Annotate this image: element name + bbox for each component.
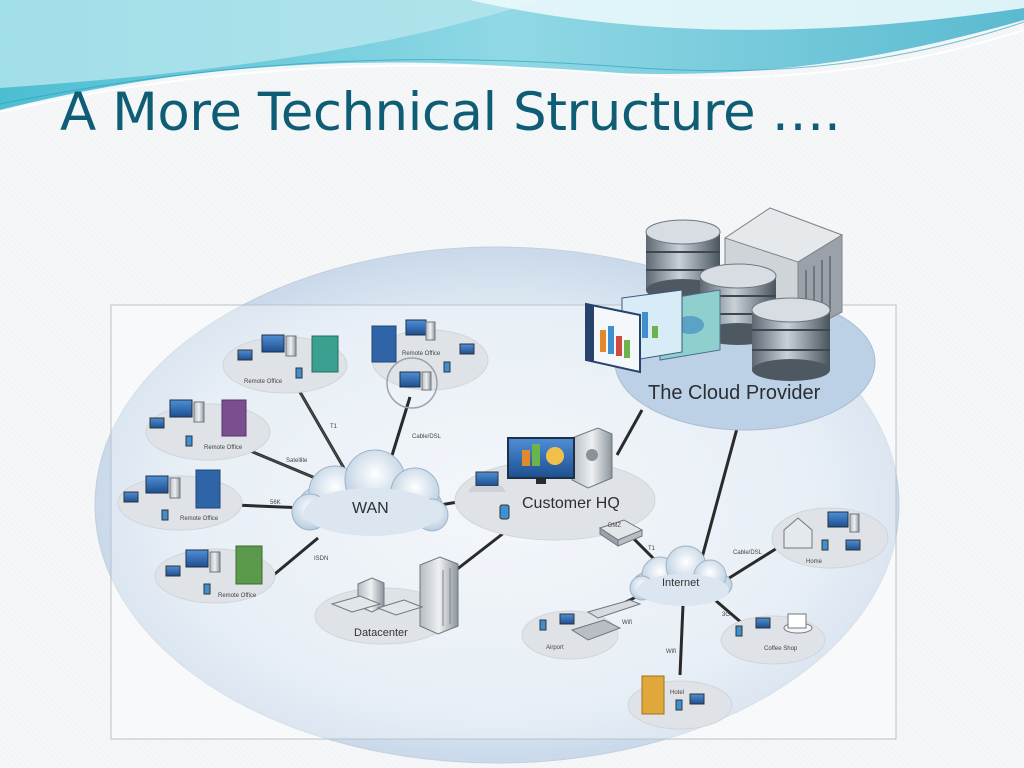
monitor-icon [405,319,427,336]
laptop-icon [237,349,253,361]
building-icon [371,325,397,363]
link-label-wifi-airport: Wifi [622,620,632,626]
cloud-provider-label: The Cloud Provider [648,382,821,404]
monitor-icon [827,511,849,528]
terminal-icon [570,619,622,641]
customer-hq-label: Customer HQ [522,495,620,512]
phone-icon [539,619,547,631]
wan-label: WAN [352,500,389,517]
dmz-label: DMZ [608,523,621,529]
server-icon [425,321,436,341]
remote-office-2: Remote Office [371,319,475,391]
svg-text:Remote Office: Remote Office [218,593,257,599]
laptop-icon [559,613,575,625]
laptop-icon [755,617,771,629]
slide-title: A More Technical Structure …. [60,82,841,143]
laptop-icon [845,539,861,551]
monitor-icon [169,399,193,418]
phone-icon [735,625,743,637]
monitor-icon [145,475,169,494]
hotel-node: Hotel [641,675,705,715]
datacenter-label: Datacenter [354,627,408,639]
remote-office-1: Remote Office [237,334,339,385]
hotel-building-icon [641,675,665,715]
database-icon [751,297,831,381]
phone-icon [499,504,510,520]
header-wave-decoration [0,0,1024,113]
phone-icon [161,509,169,521]
laptop-icon [459,343,475,355]
phone-icon [675,699,683,711]
svg-text:Remote Office: Remote Office [180,516,219,522]
phone-icon [821,539,829,551]
svg-text:Remote Office: Remote Office [402,351,441,357]
monitor-icon [399,371,421,388]
laptop-icon [468,471,506,492]
link-label-t1-remote: T1 [330,424,338,430]
house-icon [783,517,813,549]
internet-label: Internet [662,577,699,589]
phone-icon [295,367,303,379]
application-window-icon [585,302,641,374]
link-label-cable-dsl-home: Cable/DSL [733,550,763,556]
laptop-icon [689,693,705,705]
monitor-icon [261,334,285,353]
link-label-56k: 56K [270,500,281,506]
svg-text:Remote Office: Remote Office [204,445,243,451]
laptop-icon [123,491,139,503]
remote-office-5: Remote Office [165,545,263,599]
phone-icon [185,435,193,447]
home-node: Home [783,511,861,565]
svg-text:Remote Office: Remote Office [244,379,283,385]
monitor-icon [185,549,209,568]
building-icon [195,469,221,509]
server-icon [193,401,205,423]
server-icon [209,551,221,573]
remote-office-3: Remote Office [149,399,247,451]
dmz-firewall-icon [598,519,644,547]
svg-text:Airport: Airport [546,645,564,651]
link-label-satellite: Satellite [286,458,308,464]
laptop-icon [149,417,165,429]
datacenter-rack-icon [419,556,459,635]
building-icon [311,335,339,373]
remote-office-4: Remote Office [123,469,221,522]
svg-text:Hotel: Hotel [670,690,684,696]
server-icon [285,335,297,357]
link-label-cable-dsl-remote: Cable/DSL [412,434,442,440]
airplane-icon [586,599,642,619]
server-icon [849,513,860,533]
server-icon [169,477,181,499]
server-icon [421,371,432,391]
link-label-wifi-hotel: Wifi [666,649,676,655]
phone-icon [443,361,451,373]
datacenter-switch-icon [330,595,424,616]
customer-hq-server-icon [571,427,613,489]
svg-text:Coffee Shop: Coffee Shop [764,646,798,652]
link-label-t1-internet: T1 [648,546,656,552]
airport-node: Airport [539,599,642,651]
link-label-isdn: ISDN [314,556,328,562]
laptop-icon [165,565,181,577]
link-label-3g: 3G [722,612,730,618]
phone-icon [203,583,211,595]
coffee-shop-node: Coffee Shop [735,613,813,652]
building-icon [235,545,263,585]
svg-text:Home: Home [806,559,823,565]
customer-hq-monitor-icon [507,437,575,484]
building-icon [221,399,247,437]
